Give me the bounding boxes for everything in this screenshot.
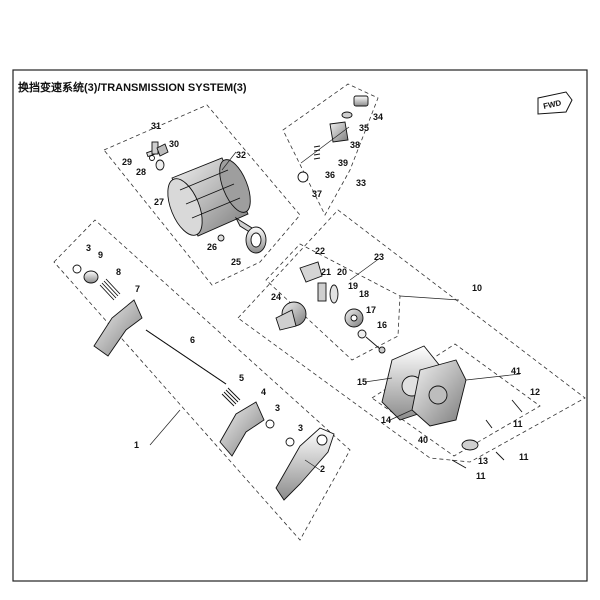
callout-35: 35 — [359, 123, 369, 133]
callout-5: 5 — [239, 373, 244, 383]
callout-21: 21 — [321, 267, 331, 277]
group-outline-23 — [265, 243, 401, 361]
callout-2: 2 — [320, 464, 325, 474]
callout-11: 11 — [519, 452, 529, 462]
callout-11: 11 — [476, 471, 486, 481]
forward-arrow-icon: FWD — [537, 91, 573, 115]
shift-drum-assembly — [146, 141, 267, 254]
callout-29: 29 — [122, 157, 132, 167]
callout-3: 3 — [298, 423, 303, 433]
callout-7: 7 — [135, 284, 140, 294]
callout-19: 19 — [348, 281, 358, 291]
callout-12: 12 — [530, 387, 540, 397]
callout-37: 37 — [312, 189, 322, 199]
callout-27: 27 — [154, 197, 164, 207]
callout-22: 22 — [315, 246, 325, 256]
callout-36: 36 — [325, 170, 335, 180]
callout-26: 26 — [207, 242, 217, 252]
callout-20: 20 — [337, 267, 347, 277]
callout-9: 9 — [98, 250, 103, 260]
callout-14: 14 — [381, 415, 391, 425]
callout-23: 23 — [374, 252, 384, 262]
svg-text:FWD: FWD — [542, 98, 562, 111]
callout-11: 11 — [513, 419, 523, 429]
diagram-border — [12, 69, 588, 582]
sub-cover-assembly — [411, 359, 523, 469]
callout-10: 10 — [472, 283, 482, 293]
detent-assembly — [297, 95, 369, 183]
callout-13: 13 — [478, 456, 488, 466]
callout-4: 4 — [261, 387, 266, 397]
group-outline-10 — [237, 209, 586, 463]
callout-1: 1 — [134, 440, 139, 450]
callout-28: 28 — [136, 167, 146, 177]
leader-lines — [149, 126, 521, 471]
diagram-title: 换挡变速系统(3)/TRANSMISSION SYSTEM(3) — [18, 80, 247, 94]
callout-17: 17 — [366, 305, 376, 315]
group-outline-32 — [103, 104, 301, 286]
callout-labels: 1 2 3 3 3 4 5 6 7 8 9 10 11 11 11 12 13 … — [86, 112, 540, 481]
callout-24: 24 — [271, 292, 281, 302]
callout-8: 8 — [116, 267, 121, 277]
callout-25: 25 — [231, 257, 241, 267]
callout-16: 16 — [377, 320, 387, 330]
callout-34: 34 — [373, 112, 383, 122]
shift-mechanism-parts — [275, 261, 386, 354]
callout-41: 41 — [511, 366, 521, 376]
callout-3: 3 — [275, 403, 280, 413]
shift-fork-assembly — [72, 264, 335, 501]
callout-40: 40 — [418, 435, 428, 445]
group-outline-33 — [282, 83, 379, 216]
callout-32: 32 — [236, 150, 246, 160]
group-outline-1 — [53, 219, 351, 541]
callout-15: 15 — [357, 377, 367, 387]
callout-3: 3 — [86, 243, 91, 253]
callout-18: 18 — [359, 289, 369, 299]
callout-30: 30 — [169, 139, 179, 149]
callout-39: 39 — [338, 158, 348, 168]
callout-38: 38 — [350, 140, 360, 150]
callout-31: 31 — [151, 121, 161, 131]
callout-33: 33 — [356, 178, 366, 188]
callout-6: 6 — [190, 335, 195, 345]
